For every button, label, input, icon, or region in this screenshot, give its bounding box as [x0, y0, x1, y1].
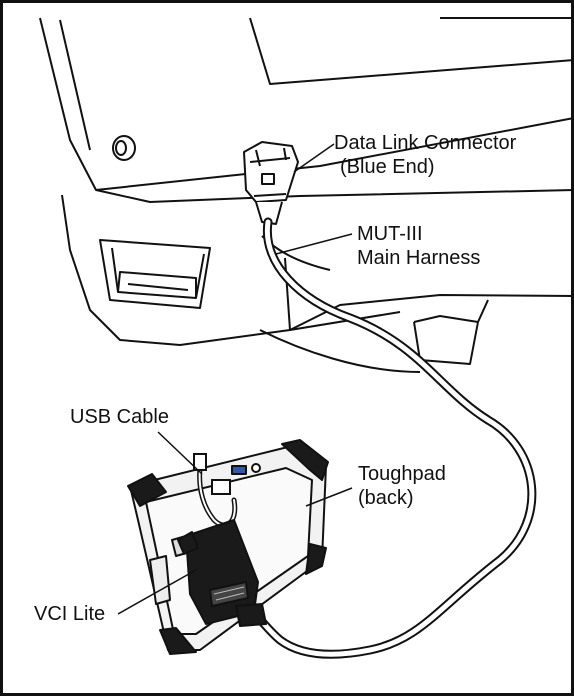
main-harness-cable	[252, 222, 532, 654]
label-toughpad-line1: Toughpad	[358, 462, 446, 486]
label-usb-cable: USB Cable	[70, 405, 169, 429]
label-dlc-line2: (Blue End)	[334, 155, 516, 179]
label-main-harness: MUT-III Main Harness	[357, 222, 480, 270]
label-toughpad: Toughpad (back)	[358, 462, 446, 510]
label-harness-line1: MUT-III	[357, 222, 480, 246]
label-harness-line2: Main Harness	[357, 246, 480, 270]
leader-harness	[276, 234, 352, 254]
side-bracket	[414, 300, 488, 364]
knob-icon	[113, 136, 135, 160]
label-dlc-line1: Data Link Connector	[334, 131, 516, 155]
label-data-link-connector: Data Link Connector (Blue End)	[334, 131, 516, 179]
lower-trim-panel	[62, 195, 574, 372]
label-vci-lite: VCI Lite	[34, 602, 105, 626]
label-toughpad-line2: (back)	[358, 486, 446, 510]
vent-opening	[100, 240, 210, 308]
leader-dlc	[294, 144, 334, 172]
data-link-connector-icon	[244, 142, 298, 224]
